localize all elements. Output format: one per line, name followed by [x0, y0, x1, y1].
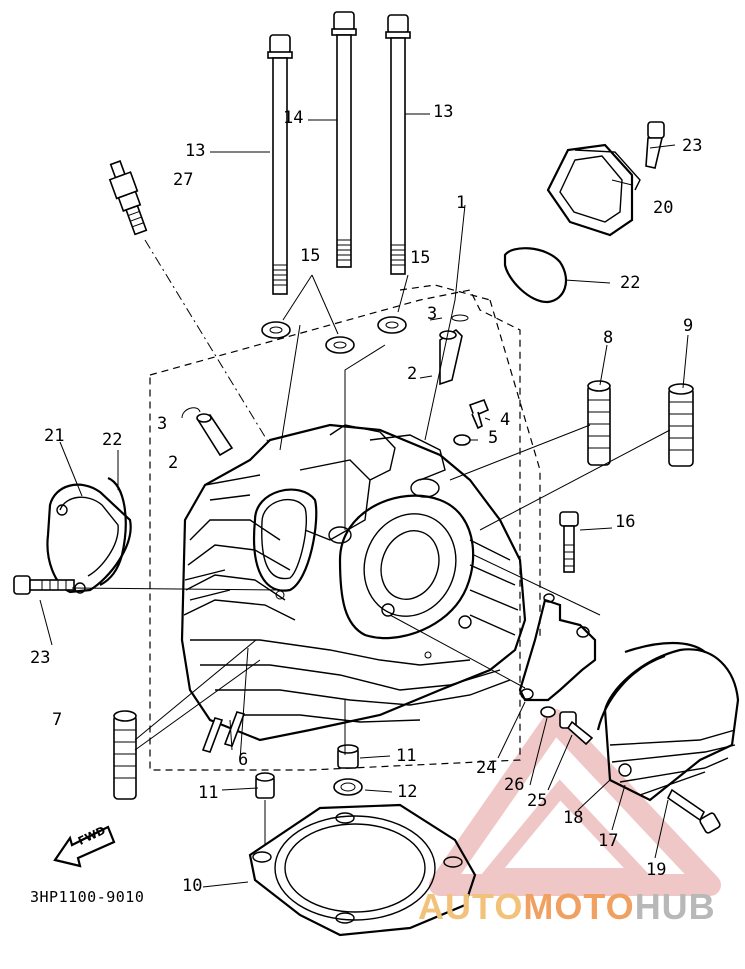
callout-22: 22: [620, 273, 641, 293]
watermark-logo: AUTOMOTOHUB: [418, 886, 716, 928]
callout-8: 8: [603, 328, 614, 348]
side-cover-17: [603, 648, 740, 802]
callout-2: 2: [407, 364, 418, 384]
manifold-20: [546, 143, 641, 237]
watermark-triangle: [429, 709, 721, 896]
callout-23: 23: [682, 136, 703, 156]
head-bolt-13-left: [267, 34, 293, 295]
callout-21: 21: [44, 426, 65, 446]
callout-6: 6: [238, 750, 249, 770]
callout-13: 13: [185, 141, 206, 161]
part-code: 3HP1100-9010: [30, 888, 145, 906]
callout-5: 5: [488, 428, 499, 448]
callout-17: 17: [598, 831, 619, 851]
watermark-part1: AUTO: [418, 886, 524, 927]
callout-15: 15: [300, 246, 321, 266]
callout-1: 1: [456, 193, 467, 213]
callout-11: 11: [396, 746, 417, 766]
callout-14: 14: [283, 108, 304, 128]
head-gasket-10: [248, 803, 477, 937]
callout-2: 2: [168, 453, 179, 473]
gasket-18: [596, 641, 706, 731]
callout-4: 4: [500, 410, 511, 430]
watermark-part2: MOTO: [523, 886, 635, 927]
callout-19: 19: [646, 860, 667, 880]
bolt-4: [468, 398, 490, 430]
dowel-9: [668, 383, 694, 467]
watermark-part3: HUB: [634, 886, 716, 927]
callout-13: 13: [433, 102, 454, 122]
cylinder-head: [180, 423, 527, 742]
callout-20: 20: [653, 198, 674, 218]
callout-15: 15: [410, 248, 431, 268]
bolt-23-left: [13, 575, 75, 595]
spark-plug-27: [108, 160, 148, 236]
callout-24: 24: [476, 758, 497, 778]
callout-25: 25: [527, 791, 548, 811]
washer-5: [453, 434, 471, 446]
dowel-7: [113, 710, 137, 800]
o-ring-22-upper: [503, 247, 568, 304]
washer-15: [261, 316, 407, 354]
fwd-arrow: [53, 825, 116, 868]
leader-lines: [39, 113, 689, 888]
callout-26: 26: [504, 775, 525, 795]
tappet-cover-21: [46, 483, 132, 594]
bolt-19: [666, 788, 721, 834]
bolt-16: [559, 511, 579, 573]
head-bolt-13-right: [385, 14, 411, 275]
callout-7: 7: [52, 710, 63, 730]
bolt-25: [559, 711, 594, 746]
callout-16: 16: [615, 512, 636, 532]
callout-3: 3: [427, 304, 438, 324]
callout-27: 27: [173, 170, 194, 190]
callout-10: 10: [182, 876, 203, 896]
circlip-3: [181, 314, 469, 419]
callout-22: 22: [102, 430, 123, 450]
callout-18: 18: [563, 808, 584, 828]
washer-12: [333, 778, 363, 796]
callout-23: 23: [30, 648, 51, 668]
washer-26: [540, 706, 556, 718]
dowel-8: [587, 380, 611, 466]
callout-3: 3: [157, 414, 168, 434]
callout-9: 9: [683, 316, 694, 336]
head-bolt-14: [331, 11, 357, 268]
bracket-24: [518, 593, 597, 702]
dowel-11: [255, 744, 359, 799]
callout-11: 11: [198, 783, 219, 803]
o-ring-22-left: [99, 476, 127, 586]
bolt-23-right: [645, 121, 665, 169]
assembly-outline: [149, 289, 521, 771]
callout-12: 12: [397, 782, 418, 802]
